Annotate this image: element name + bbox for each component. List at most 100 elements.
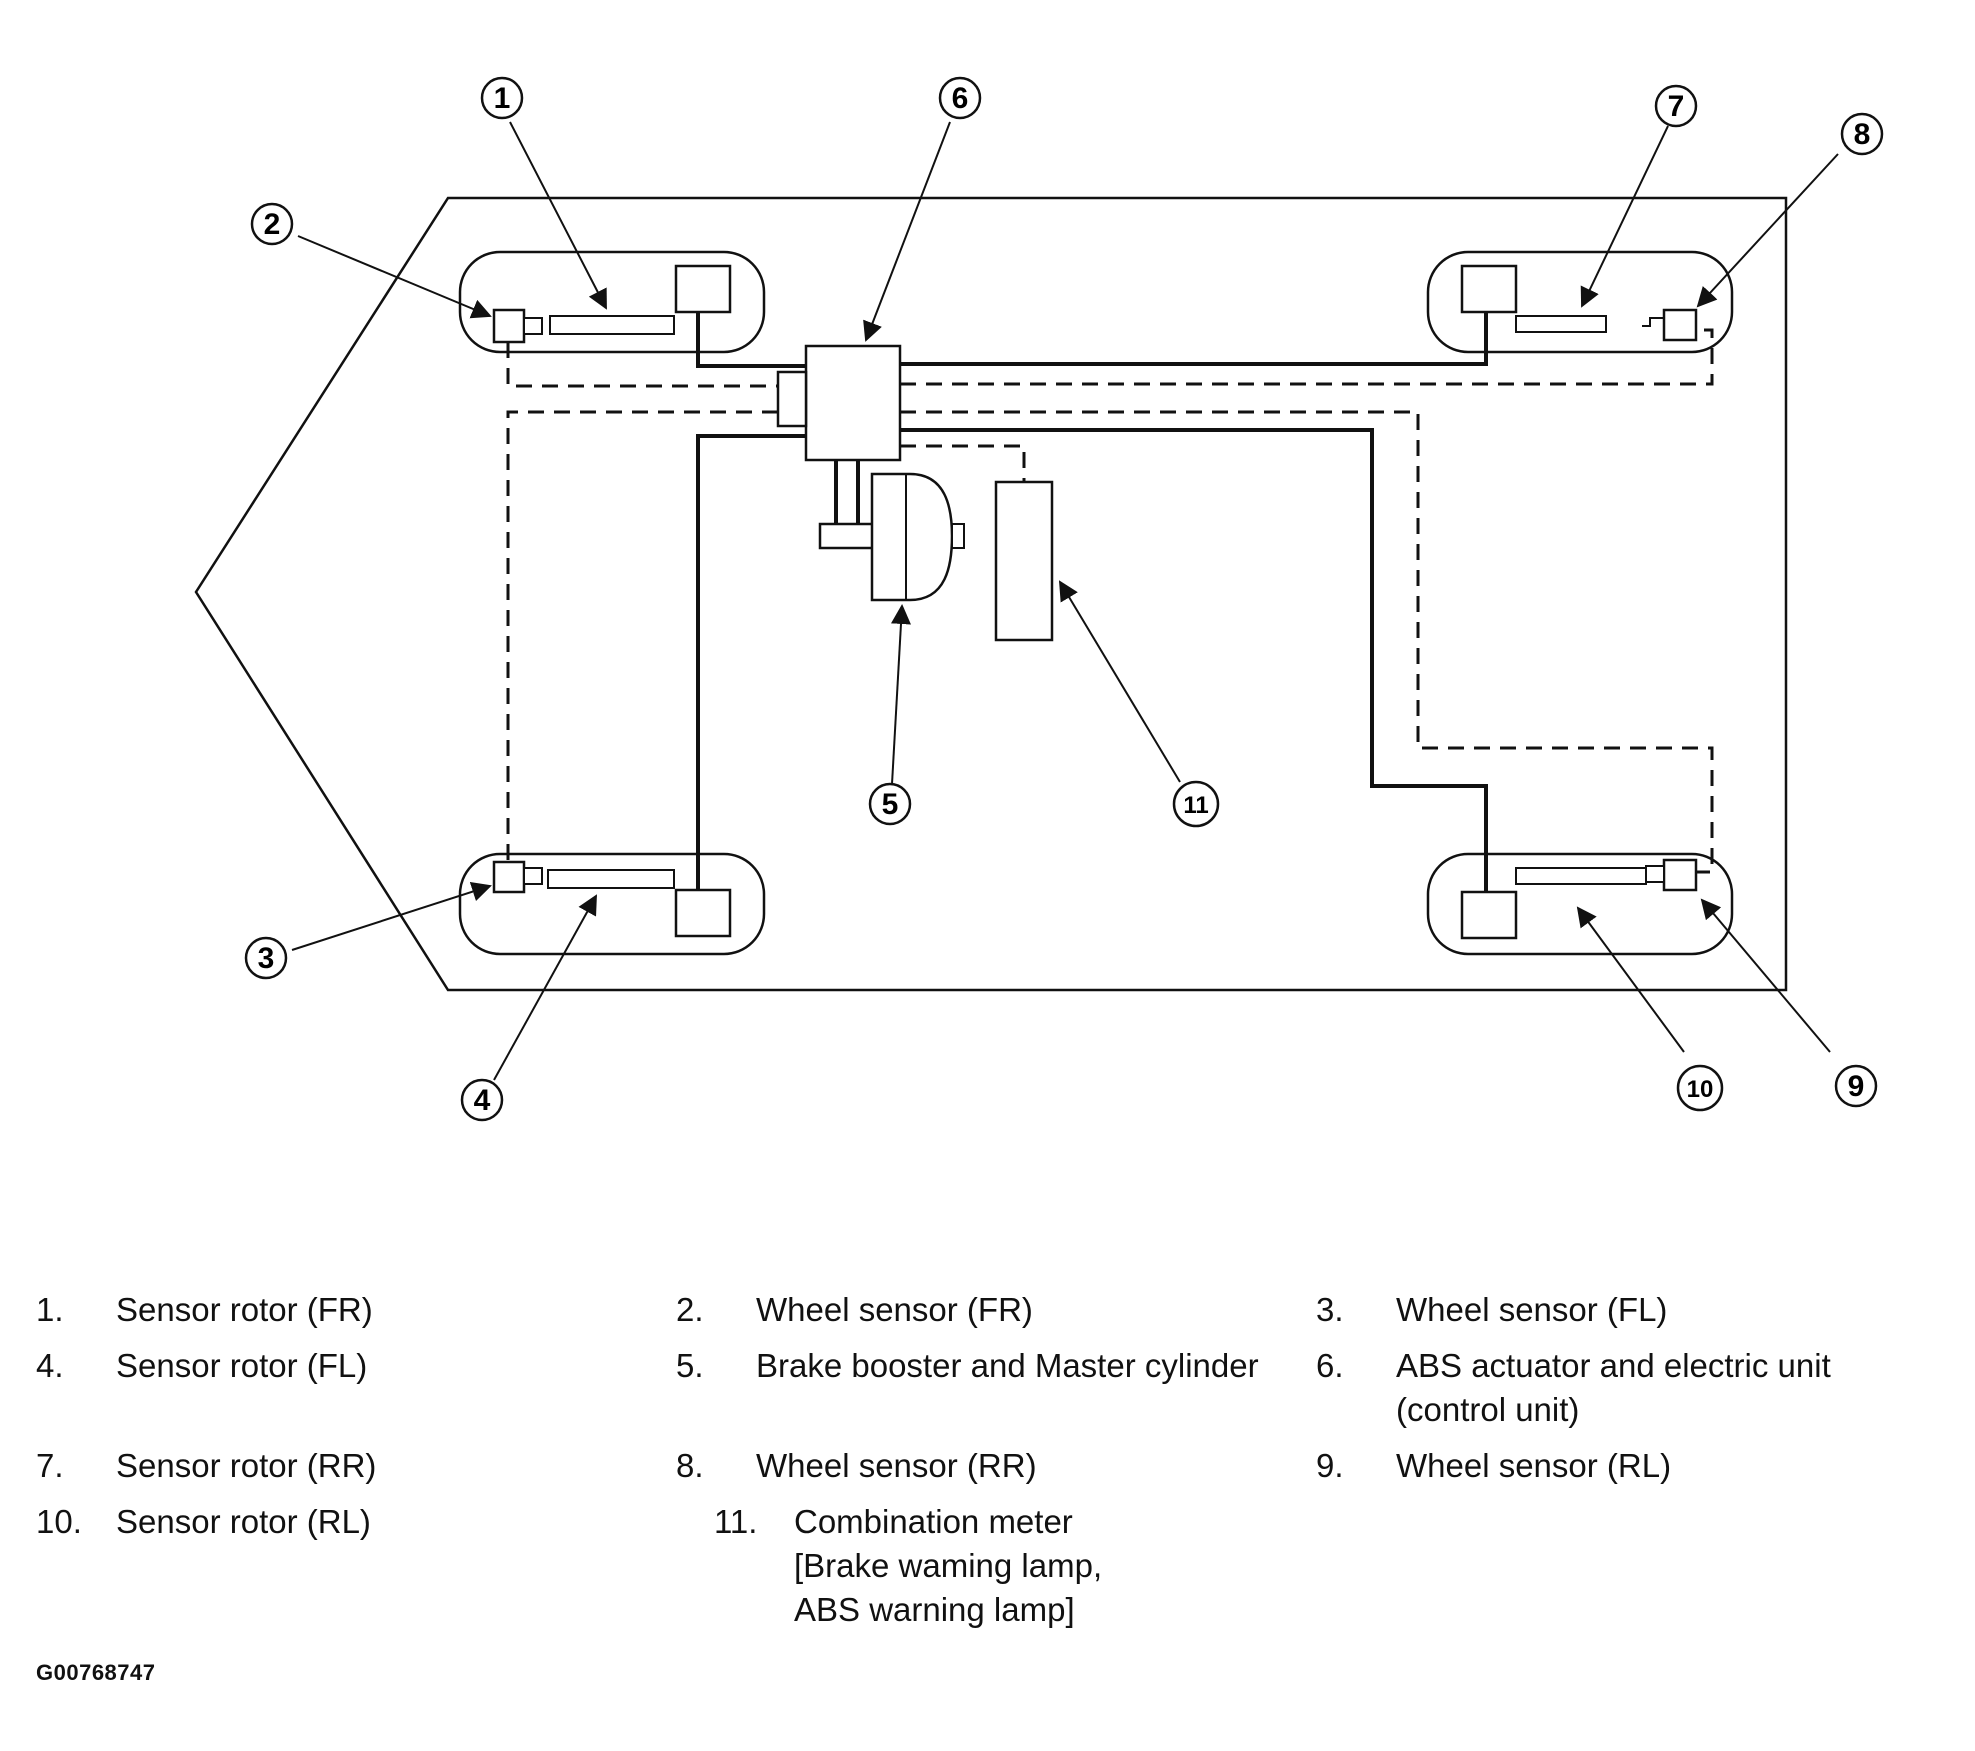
callout-5-label: 5 [882,788,899,821]
callout-6-label: 6 [952,82,969,115]
legend-item-text: Sensor rotor (FL) [116,1347,368,1384]
callout-11-label: 11 [1183,792,1208,819]
legend-item-5: 5. Brake booster and Master cylinder [676,1344,1316,1432]
legend-item-number: 4. [36,1347,64,1384]
legend-item-text: Wheel sensor (RL) [1396,1447,1672,1484]
wheel-sensor-fr [492,308,526,344]
legend-item-text: Wheel sensor (FL) [1396,1291,1668,1328]
sensor-rotor-fl [547,869,675,889]
legend-item-text: ABS actuator and electric unit (control … [1396,1347,1831,1428]
brake-line-rr [900,312,1488,366]
leader-5 [891,604,911,785]
wheel-sensor-fl-tip [523,867,543,885]
abs-layout-diagram: 1 2 3 4 5 6 7 8 [194,76,1884,1122]
callout-7-label: 7 [1668,90,1685,123]
leader-6 [863,121,951,342]
figure-id: G00768747 [36,1660,156,1685]
callout-8-label: 8 [1854,118,1871,151]
legend-item-number: 11. [714,1503,758,1540]
legend-item-7: 7. Sensor rotor (RR) [36,1444,676,1488]
legend-item-6: 6. ABS actuator and electric unit (contr… [1316,1344,1956,1432]
leader-9 [1700,898,1831,1053]
legend-item-4: 4. Sensor rotor (FL) [36,1344,676,1432]
callouts: 1 2 3 4 5 6 7 8 [244,76,1884,1122]
legend-item-9: 9. Wheel sensor (RL) [1316,1444,1956,1488]
callout-7: 7 [1654,84,1698,128]
brake-caliper-rr [1460,264,1518,314]
legend-item-text: Sensor rotor (FR) [116,1291,373,1328]
brake-caliper-rl [1460,890,1518,940]
legend-item-number: 8. [676,1447,704,1484]
brake-line-fl [696,434,806,890]
callout-2: 2 [250,202,294,246]
legend-item-3: 3. Wheel sensor (FL) [1316,1288,1956,1332]
leader-11 [1058,580,1181,783]
callout-3: 3 [244,936,288,980]
brake-line-rl [900,428,1488,892]
abs-connector [776,370,808,428]
legend-item-number: 7. [36,1447,64,1484]
leader-8 [1696,153,1839,308]
legend-item-number: 10. [36,1503,82,1540]
brake-booster-rod [951,523,965,549]
harness-rr [900,328,1714,386]
wheel-rear-right [1426,250,1734,354]
wheel-front-right [458,250,766,354]
legend-item-number: 2. [676,1291,704,1328]
sensor-rotor-rl [1515,867,1647,885]
wheel-sensor-rr-tip [1642,317,1664,327]
brake-lines [696,312,1488,892]
combination-meter [994,480,1054,642]
harness-fl [506,410,778,862]
wheel-sensor-rl-tip [1645,865,1665,883]
wheel-sensor-fr-tip [523,317,543,335]
wheel-sensor-rr [1662,308,1698,342]
leader-lines [291,121,1839,1081]
callout-9: 9 [1834,1064,1878,1108]
sensor-rotor-fr [549,315,675,335]
leader-4 [493,894,597,1081]
legend-item-text: Wheel sensor (RR) [756,1447,1037,1484]
wheel-sensor-fl [492,860,526,894]
harness-fr [506,342,778,388]
leader-1 [509,121,607,310]
callout-4-label: 4 [474,1084,491,1117]
legend-item-text: Brake booster and Master cylinder [756,1347,1259,1384]
wheel-sensor-rl [1662,858,1698,892]
legend-item-text: Sensor rotor (RL) [116,1503,371,1540]
legend-item-number: 5. [676,1347,704,1384]
master-cylinder [818,522,878,550]
harness-rl [900,410,1714,874]
legend-item-number: 1. [36,1291,64,1328]
callout-10-label: 10 [1687,1076,1714,1103]
legend-item-2: 2. Wheel sensor (FR) [676,1288,1316,1332]
brake-caliper-fl [674,888,732,938]
callout-3-label: 3 [258,942,275,975]
leader-7 [1580,125,1669,308]
harness-meter [900,444,1026,482]
legend-item-number: 3. [1316,1291,1344,1328]
legend-row: 4. Sensor rotor (FL) 5. Brake booster an… [36,1344,1956,1432]
callout-10: 10 [1676,1064,1724,1112]
brake-caliper-fr [674,264,732,314]
legend-row: 10. Sensor rotor (RL) 11. Combination me… [36,1500,1956,1632]
callout-2-label: 2 [264,208,281,241]
brake-line-fr [696,312,806,368]
leader-2 [297,235,492,319]
wheel-rear-left [1426,852,1734,956]
callout-4: 4 [460,1078,504,1122]
abs-actuator-unit [804,344,902,462]
brake-booster [870,472,954,602]
vehicle-outline [194,196,1788,992]
legend-item-1: 1. Sensor rotor (FR) [36,1288,676,1332]
callout-11: 11 [1172,780,1220,828]
leader-10 [1576,906,1685,1053]
callout-9-label: 9 [1848,1070,1865,1103]
legend-row: 1. Sensor rotor (FR) 2. Wheel sensor (FR… [36,1288,1956,1332]
callout-1: 1 [480,76,524,120]
legend-item-10: 10. Sensor rotor (RL) [36,1500,714,1632]
callout-6: 6 [938,76,982,120]
callout-1-label: 1 [494,82,511,115]
legend-row: 7. Sensor rotor (RR) 8. Wheel sensor (RR… [36,1444,1956,1488]
legend-item-8: 8. Wheel sensor (RR) [676,1444,1316,1488]
